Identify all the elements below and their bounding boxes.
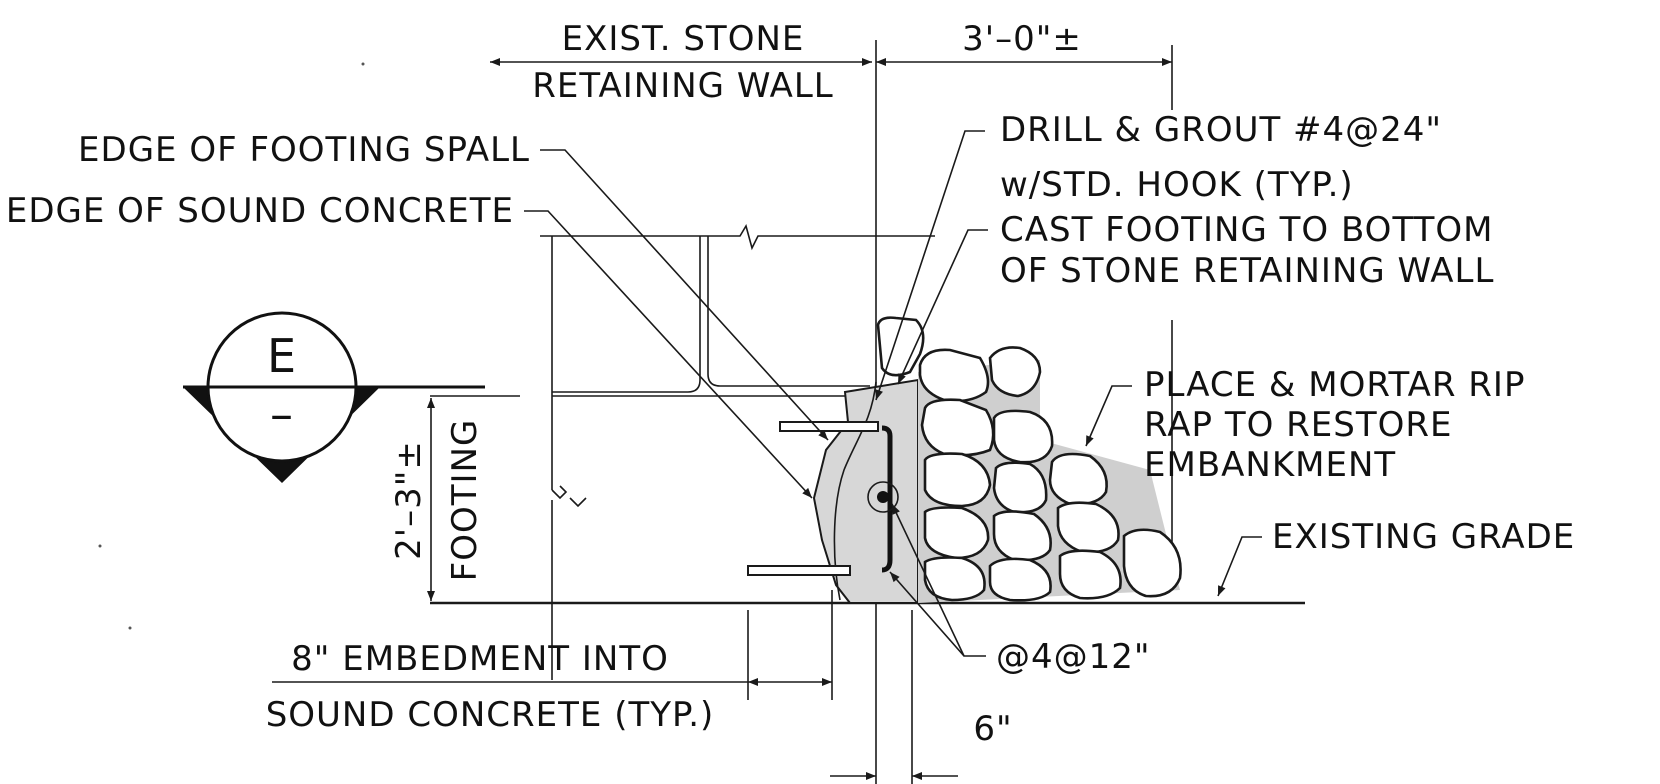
footing-spall-label: EDGE OF FOOTING SPALL [78, 130, 530, 170]
rip-rap-stones [876, 316, 1182, 603]
bar-spacing-label: @4@12" [996, 637, 1151, 677]
sound-concrete-label: EDGE OF SOUND CONCRETE [6, 191, 514, 231]
six-inch-label: 6" [973, 709, 1012, 749]
cast-footing-label-1: CAST FOOTING TO BOTTOM [1000, 210, 1493, 250]
embedment-label-1: 8" EMBEDMENT INTO [291, 639, 669, 679]
exist-wall-label-1: EXIST. STONE [562, 19, 805, 59]
footing-height-label: 2'–3"± [389, 440, 429, 560]
exist-wall-label-2: RETAINING WALL [532, 66, 833, 106]
section-sheet: – [270, 387, 294, 441]
existing-grade-label: EXISTING GRADE [1272, 517, 1575, 557]
drill-grout-callout: DRILL & GROUT #4@24" w/STD. HOOK (TYP.) [875, 110, 1442, 401]
three-foot-dim-label: 3'–0"± [962, 19, 1082, 59]
dowel-bars [747, 421, 899, 576]
sound-concrete-callout: EDGE OF SOUND CONCRETE [6, 191, 813, 499]
section-letter: E [267, 329, 297, 383]
section-marker: E – [183, 311, 485, 483]
existing-grade-callout: EXISTING GRADE [1217, 517, 1575, 597]
embedment-dimension: 8" EMBEDMENT INTO SOUND CONCRETE (TYP.) [266, 590, 833, 735]
rip-rap-label-3: EMBANKMENT [1144, 445, 1396, 485]
existing-wall-outline [540, 223, 935, 680]
cast-footing-label-2: OF STONE RETAINING WALL [1000, 251, 1494, 291]
exist-wall-dimension: EXIST. STONE RETAINING WALL [490, 19, 872, 106]
drill-grout-label-1: DRILL & GROUT #4@24" [1000, 110, 1442, 150]
bar-spacing-callout: @4@12" [889, 503, 1151, 677]
rip-rap-label-1: PLACE & MORTAR RIP [1144, 365, 1525, 405]
three-foot-dimension: 3'–0"± [876, 19, 1173, 110]
footing-height-dimension: 2'–3"± FOOTING [389, 395, 520, 604]
stray-mark [98, 544, 102, 548]
stray-mark [361, 62, 365, 66]
rip-rap-callout: PLACE & MORTAR RIP RAP TO RESTORE EMBANK… [1085, 365, 1525, 485]
footing-label: FOOTING [445, 419, 485, 582]
footing-spall-callout: EDGE OF FOOTING SPALL [78, 130, 829, 441]
stray-mark [128, 626, 132, 630]
six-inch-dimension: 6" [830, 709, 1012, 780]
embedment-label-2: SOUND CONCRETE (TYP.) [266, 695, 715, 735]
drill-grout-label-2: w/STD. HOOK (TYP.) [1000, 165, 1354, 205]
rip-rap-label-2: RAP TO RESTORE [1144, 405, 1452, 445]
cast-footing-callout: CAST FOOTING TO BOTTOM OF STONE RETAININ… [897, 210, 1494, 385]
